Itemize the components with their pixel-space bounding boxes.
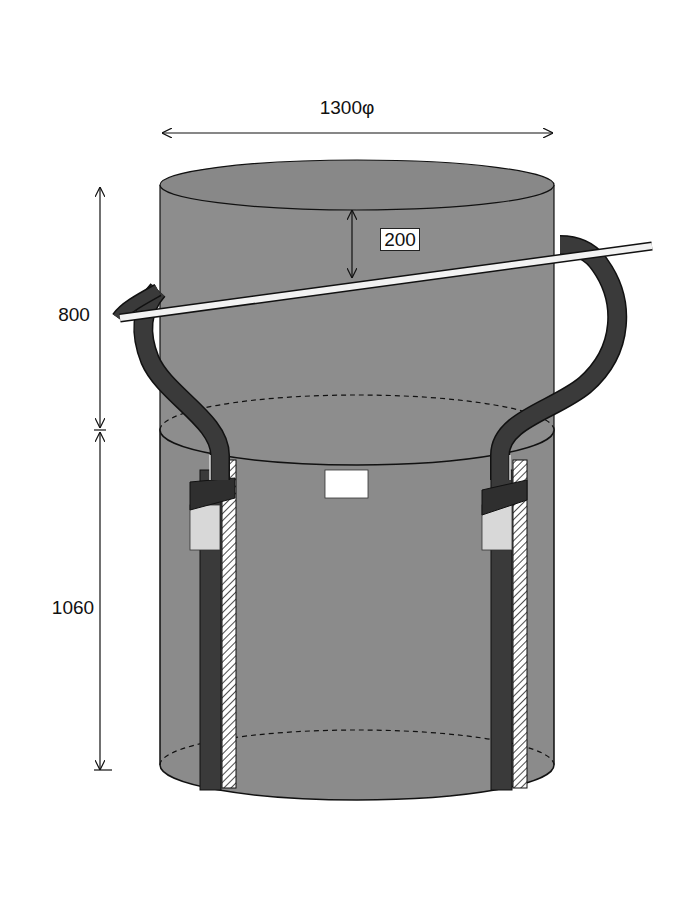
strap-buckle bbox=[190, 478, 235, 510]
strap-seam bbox=[222, 460, 236, 788]
top-opening bbox=[160, 160, 554, 210]
dimension-line bbox=[99, 432, 100, 770]
strap-seam bbox=[513, 460, 527, 788]
dimension-line bbox=[351, 210, 352, 278]
dimension-label: 800 bbox=[58, 305, 90, 324]
top-skirt bbox=[160, 185, 554, 465]
dimension-label: 200 bbox=[380, 228, 420, 251]
strap-buckle bbox=[482, 480, 527, 515]
dimension-label: 1300φ bbox=[320, 98, 375, 117]
label-patch bbox=[325, 470, 368, 498]
dimension-line bbox=[99, 187, 100, 428]
dimension-line bbox=[162, 132, 553, 133]
lifting-pole bbox=[120, 246, 652, 318]
dimension-label: 1060 bbox=[52, 598, 94, 617]
lifting-loop bbox=[500, 245, 617, 480]
lifting-loop bbox=[143, 290, 220, 480]
